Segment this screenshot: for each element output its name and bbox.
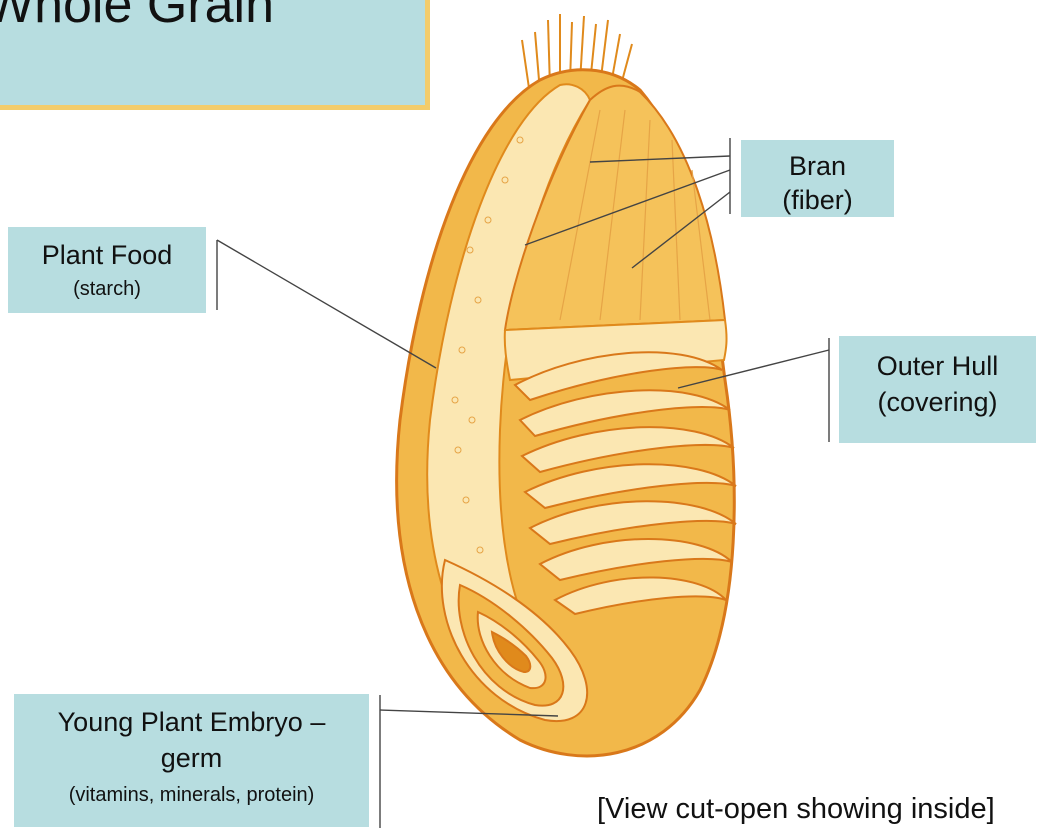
outer-hull-label: Outer Hull (covering) [839, 336, 1036, 443]
bran-label: Bran (fiber) [741, 140, 894, 217]
embryo-subtitle: (vitamins, minerals, protein) [14, 783, 369, 807]
bran-title: Bran [741, 150, 894, 182]
embryo-title-line2: germ [14, 742, 369, 774]
outer-hull-title: Outer Hull [839, 350, 1036, 382]
plant-food-title: Plant Food [8, 239, 206, 271]
plant-food-label: Plant Food (starch) [8, 227, 206, 313]
outer-hull-subtitle: (covering) [839, 386, 1036, 418]
bran-subtitle: (fiber) [741, 184, 894, 216]
diagram-caption: [View cut-open showing inside] [597, 793, 995, 826]
plant-food-subtitle: (starch) [8, 277, 206, 301]
embryo-title: Young Plant Embryo – [14, 706, 369, 738]
embryo-label: Young Plant Embryo – germ (vitamins, min… [14, 694, 369, 827]
